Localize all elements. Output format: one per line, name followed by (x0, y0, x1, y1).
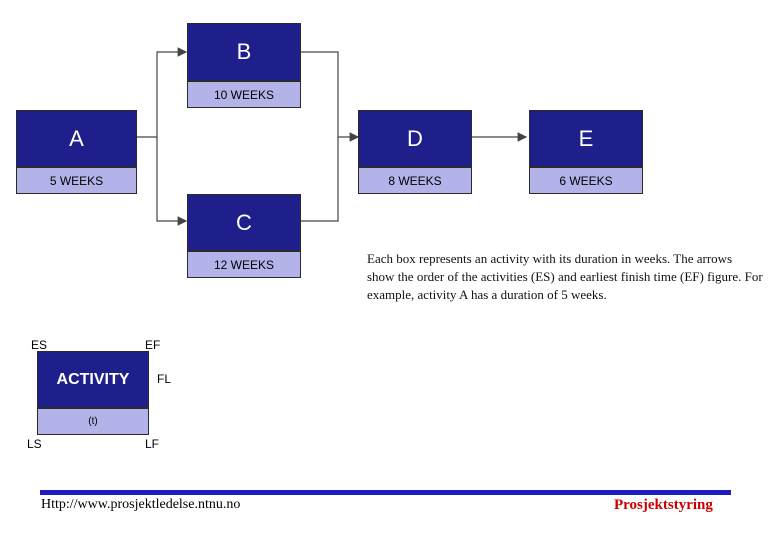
footer-brand: Prosjektstyring (614, 497, 713, 513)
node-c-duration: 12 WEEKS (187, 251, 301, 278)
node-e-name: E (529, 110, 643, 167)
arrow-b-to-d (300, 51, 360, 142)
legend-es-label: ES (31, 338, 48, 352)
node-a-duration: 5 WEEKS (16, 167, 137, 194)
node-b-duration: 10 WEEKS (187, 81, 301, 108)
arrow-c-to-d (300, 137, 339, 222)
legend-ls-label: LS (27, 437, 42, 451)
legend-ef-label: EF (145, 338, 161, 352)
description-line-1: Each box represents an activity with its… (367, 251, 733, 266)
footer-rule (40, 490, 731, 495)
node-d-name: D (358, 110, 472, 167)
node-e-duration: 6 WEEKS (529, 167, 643, 194)
legend-activity-box: ACTIVITY (37, 351, 149, 408)
node-d-duration: 8 WEEKS (358, 167, 472, 194)
legend-fl-label: FL (157, 372, 172, 386)
description-line-2: show the order of the activities (ES) an… (367, 269, 763, 284)
node-c-name: C (187, 194, 301, 251)
description-line-3: example, activity A has a duration of 5 … (367, 287, 607, 302)
arrow-a-to-c (156, 137, 188, 226)
footer-url[interactable]: Http://www.prosjektledelse.ntnu.no (41, 497, 241, 512)
legend-lf-label: LF (145, 437, 160, 451)
arrow-a-to-b (137, 47, 188, 138)
node-a-name: A (16, 110, 137, 167)
node-b-name: B (187, 23, 301, 81)
legend-time-box: (t) (37, 408, 149, 435)
